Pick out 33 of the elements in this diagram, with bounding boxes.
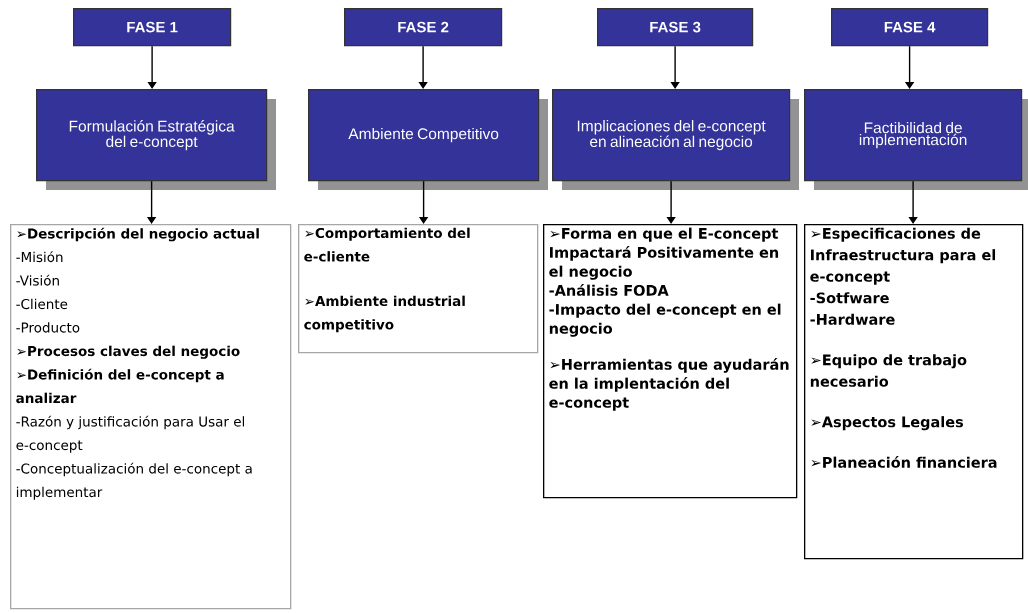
- phase-box: FASE 1: [73, 8, 232, 47]
- content-box: [298, 224, 539, 354]
- list-item: ➢Procesos claves del negocio: [17, 345, 240, 359]
- list-item: ➢Herramientas que ayudarán en la implentación del e-concept: [549, 358, 789, 411]
- title-box: Implicaciones del e-concept en alineación al negocio: [552, 89, 799, 190]
- phase-box: FASE 4: [831, 8, 989, 47]
- list-item: ➢Planeación financiera: [811, 456, 997, 468]
- list-item: ➢Forma en que el E-concept Impactará Positivamente en el negocio: [549, 227, 779, 280]
- list-item: -Razón y justificación para Usar el e-concept: [16, 415, 245, 453]
- list-item: -Producto: [16, 322, 80, 333]
- list-item: -Hardware: [810, 313, 895, 325]
- list-item: ➢Definición del e-concept a analizar: [16, 368, 224, 404]
- list-item: ➢Especificaciones de Infraestructura para el e-concept: [810, 227, 996, 285]
- list-item: -Análisis FODA: [549, 284, 669, 296]
- list-item: -Conceptualización del e-concept a implementar: [16, 462, 252, 500]
- phase-box: FASE 3: [597, 8, 754, 47]
- title-box: Formulación Estratégica del e-concept: [36, 89, 276, 190]
- title-box: Ambiente Competitivo: [308, 89, 548, 190]
- content-box: [543, 224, 798, 499]
- title-box: Factibilidad de implementación: [804, 89, 1028, 190]
- list-item: -Cliente: [16, 298, 68, 310]
- content-box: [804, 224, 1024, 560]
- list-item: -Sotfware: [810, 292, 889, 304]
- list-item: ➢Equipo de trabajo necesario: [810, 354, 967, 387]
- list-item: ➢Comportamiento del e-cliente: [304, 227, 470, 262]
- list-item: ➢Aspectos Legales: [811, 416, 963, 431]
- phase-box: FASE 2: [344, 8, 503, 47]
- list-item: -Visión: [16, 274, 59, 286]
- list-item: -Impacto del e-concept en el negocio: [549, 303, 781, 337]
- list-item: ➢Ambiente industrial competitivo: [304, 295, 465, 333]
- list-item: -Misión: [16, 251, 63, 263]
- list-item: ➢Descripción del negocio actual: [17, 227, 259, 242]
- content-box: [10, 224, 292, 610]
